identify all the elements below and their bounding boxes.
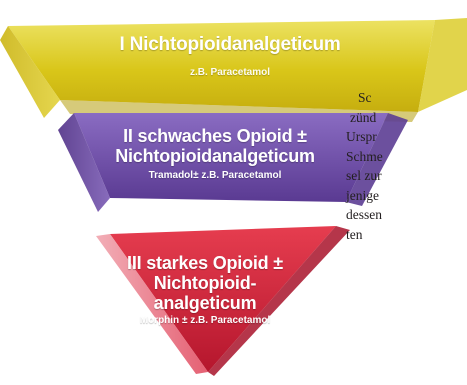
body-text-column: Sc zünd Urspr Schme sel zur jenige desse… [346, 88, 467, 244]
body-text-line: Sc [358, 90, 372, 105]
body-text-line: Urspr [346, 129, 377, 144]
level-3-title: III starkes Opioid ± Nichtopioid-analget… [127, 253, 283, 313]
level-1-title: I Nichtopioidanalgeticum [119, 34, 341, 55]
level-2-band [58, 113, 408, 212]
body-text-line: zünd [350, 109, 377, 125]
body-text-line: dessen [346, 207, 382, 222]
level-2-subtitle: Tramadol± z.B. Paracetamol [148, 170, 282, 181]
body-text-line: ten [346, 226, 363, 242]
level-1-subtitle: z.B. Paracetamol [189, 67, 271, 78]
body-text-line: Schme [346, 148, 383, 164]
body-text-line: jenige [346, 187, 379, 203]
level-1-band [0, 18, 467, 122]
level-3-band [96, 226, 350, 376]
level-3-subtitle: Morphin ± z.B. Paracetamol [139, 315, 271, 326]
body-text-line: sel zur [346, 168, 382, 183]
level-2-title: II schwaches Opioid ± Nichtopioidanalget… [115, 126, 315, 166]
